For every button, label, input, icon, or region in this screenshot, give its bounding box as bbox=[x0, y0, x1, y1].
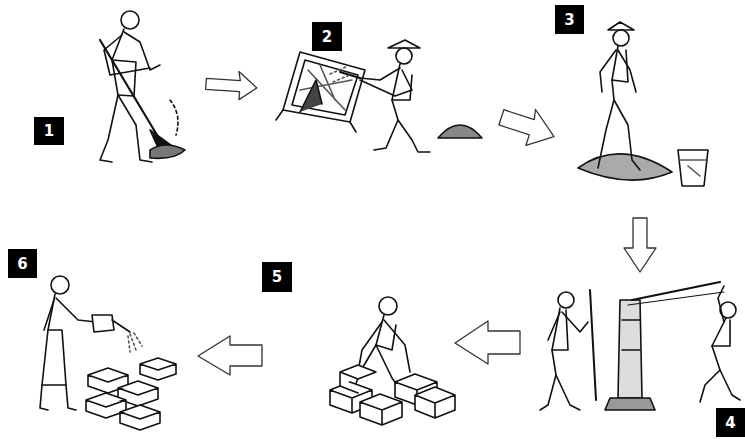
stacking-figure bbox=[330, 297, 455, 425]
wet-bricks bbox=[86, 358, 176, 430]
bricks bbox=[330, 365, 455, 425]
sifting-figure bbox=[276, 40, 482, 152]
step-number: 6 bbox=[8, 249, 37, 278]
step-number: 2 bbox=[312, 22, 342, 51]
step-number: 1 bbox=[34, 117, 64, 145]
mixing-figure bbox=[578, 22, 708, 186]
step-number: 5 bbox=[262, 262, 292, 292]
digging-figure bbox=[100, 11, 185, 162]
step-arrows bbox=[198, 69, 656, 375]
watering-figure bbox=[40, 276, 176, 430]
step-number: 3 bbox=[555, 5, 584, 34]
press-figure bbox=[540, 282, 740, 410]
step-number: 4 bbox=[716, 408, 745, 437]
